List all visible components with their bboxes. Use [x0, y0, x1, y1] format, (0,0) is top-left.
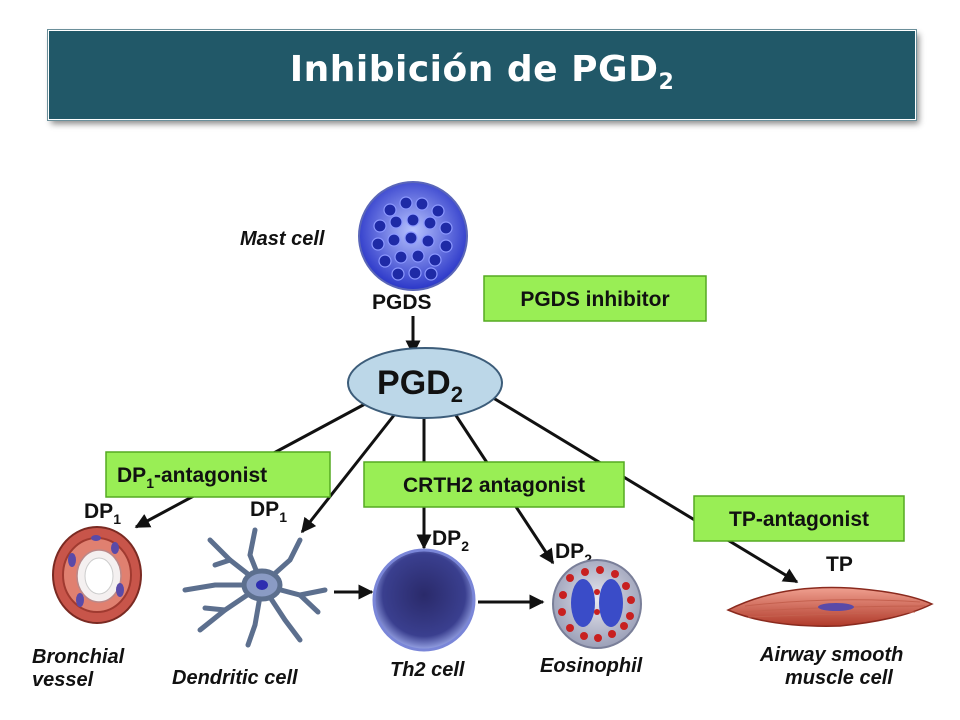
receptor-dp1-dendritic-text: DP [250, 498, 279, 521]
dp1-antagonist-box: DP1-antagonist [105, 451, 331, 498]
receptor-dp1-bronchial: DP1 [84, 500, 121, 527]
pgd2-label: PGD2 [377, 364, 463, 407]
receptor-dp2-eosinophil-text: DP [555, 540, 584, 563]
pgds-label: PGDS [372, 291, 432, 314]
slide-title-subscript: 2 [658, 70, 675, 96]
eosinophil-image [552, 559, 642, 649]
dp1-antagonist-post: -antagonist [154, 464, 267, 487]
airway-label-line1: Airway smooth [759, 644, 903, 666]
arrow-to-airway [489, 394, 799, 584]
eosinophil-label: Eosinophil [540, 655, 643, 677]
mast-cell-image [358, 181, 468, 291]
dendritic-cell-image [182, 527, 328, 648]
slide-title: Inhibición de PGD2 [49, 49, 915, 95]
th2-cell-image [372, 548, 476, 652]
bronchial-label-line1: Bronchial [32, 646, 125, 668]
receptor-dp2-th2: DP2 [432, 527, 469, 554]
th2-label: Th2 cell [390, 659, 465, 681]
pgds-inhibitor-label: PGDS inhibitor [520, 288, 669, 311]
tp-antagonist-box: TP-antagonist [693, 495, 905, 542]
bronchial-vessel-image [52, 526, 142, 624]
dp1-antagonist-label: DP1-antagonist [117, 464, 267, 491]
receptor-tp: TP [826, 553, 853, 576]
receptor-dp1-bronchial-sub: 1 [113, 511, 121, 527]
crth2-antagonist-label: CRTH2 antagonist [403, 474, 585, 497]
tp-antagonist-label: TP-antagonist [729, 508, 869, 531]
receptor-dp2-th2-text: DP [432, 527, 461, 550]
dendritic-label: Dendritic cell [172, 667, 298, 689]
receptor-dp1-dendritic: DP1 [250, 498, 287, 525]
airway-muscle-cell-image [726, 586, 934, 627]
dp1-antagonist-sub: 1 [146, 475, 154, 491]
receptor-dp2-eosinophil-sub: 2 [584, 551, 592, 567]
bronchial-label-line2: vessel [32, 669, 94, 691]
receptor-dp1-dendritic-sub: 1 [279, 509, 287, 525]
pgd2-node: PGD2 [347, 347, 503, 419]
airway-label-line2: muscle cell [785, 667, 893, 689]
arrow-to-dendritic [300, 413, 397, 534]
mast-cell-label: Mast cell [240, 228, 325, 250]
crth2-antagonist-box: CRTH2 antagonist [363, 461, 625, 508]
pgd2-sub: 2 [451, 382, 463, 407]
receptor-dp2-eosinophil: DP2 [555, 540, 592, 567]
pgd2-text: PGD [377, 364, 451, 402]
dp1-antagonist-pre: DP [117, 464, 146, 487]
pgds-inhibitor-box: PGDS inhibitor [483, 275, 707, 322]
title-bar: Inhibición de PGD2 [47, 29, 917, 121]
receptor-dp1-bronchial-text: DP [84, 500, 113, 523]
receptor-dp2-th2-sub: 2 [461, 538, 469, 554]
slide-title-text: Inhibición de PGD [289, 49, 659, 90]
